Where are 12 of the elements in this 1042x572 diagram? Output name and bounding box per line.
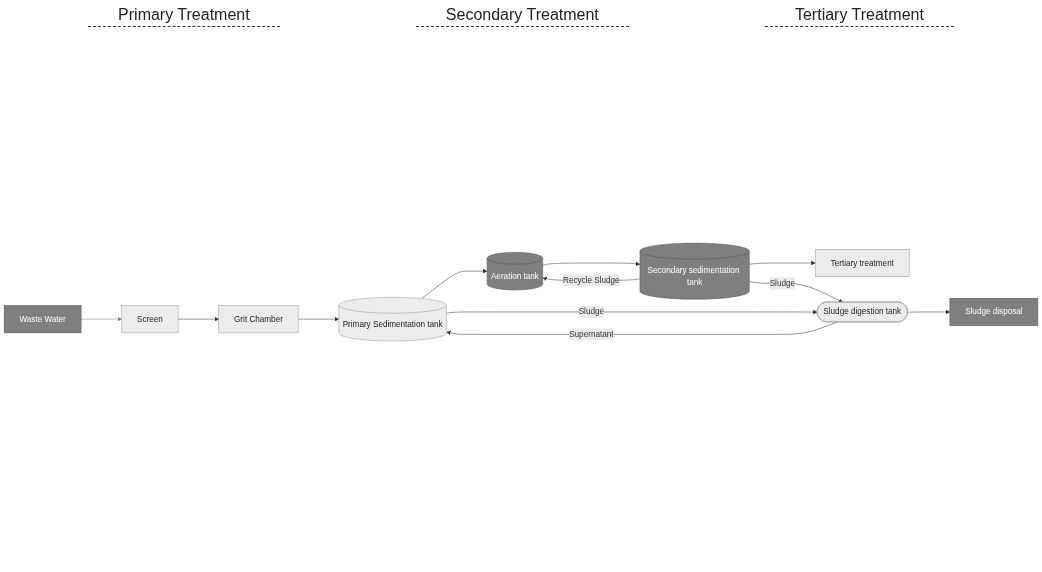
node-box: Waste Water <box>3 305 82 334</box>
edge-label: Sludge <box>769 278 795 288</box>
edge-label: Sludge <box>578 307 605 316</box>
edge-label: Recycle Sludge <box>563 275 620 285</box>
stage-heading: Tertiary Treatment <box>764 6 954 27</box>
node-box: Screen <box>121 305 179 334</box>
stage-heading: Secondary Treatment <box>415 6 629 27</box>
node-box: Grit Chamber <box>218 305 299 334</box>
stage-heading: Primary Treatment <box>88 6 280 27</box>
node-box: Tertiary treatment <box>815 248 910 277</box>
edge-label: Supernatant <box>569 329 614 339</box>
node-box: Sludge disposal <box>949 297 1039 326</box>
